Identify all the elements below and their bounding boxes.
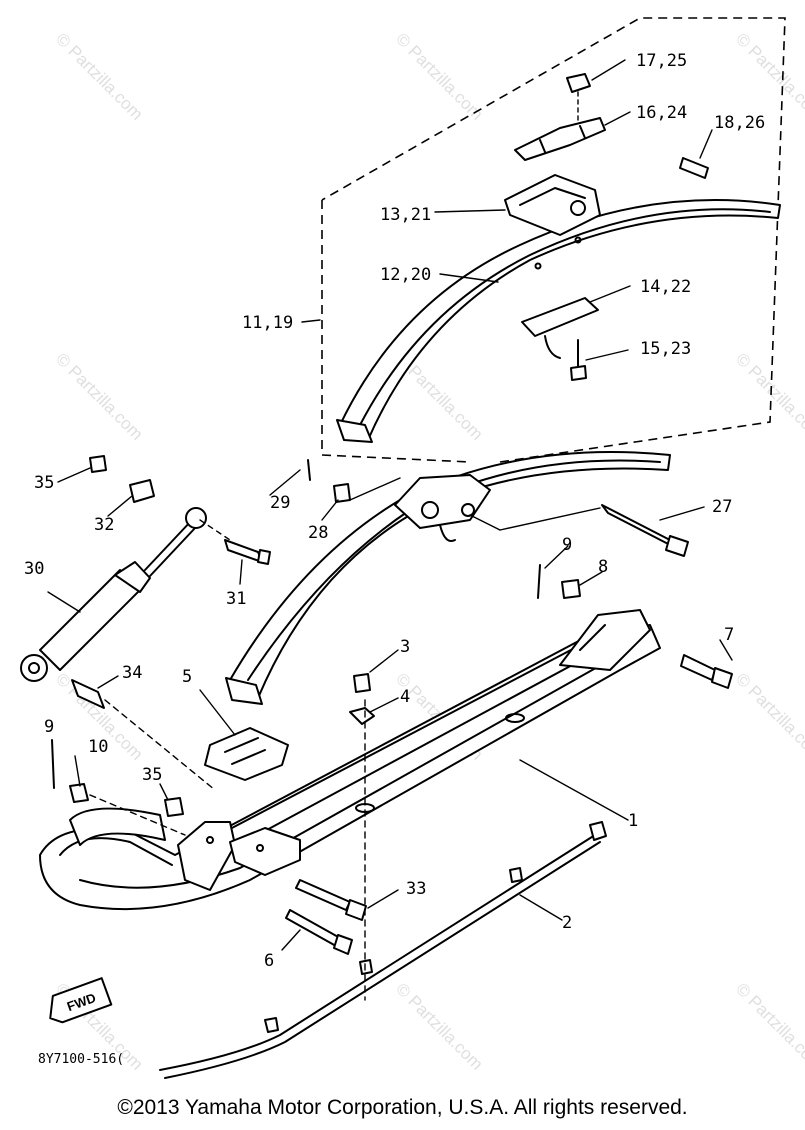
watermark: © Partzilla.com bbox=[392, 29, 486, 123]
callout-29: 29 bbox=[270, 493, 290, 513]
wear-bar bbox=[159, 821, 607, 1079]
callout-27: 27 bbox=[712, 497, 732, 517]
callout-17-25: 17,25 bbox=[636, 51, 687, 71]
callout-34: 34 bbox=[122, 663, 142, 683]
bolt bbox=[570, 339, 587, 381]
forward-direction-tag: FWD bbox=[49, 977, 113, 1024]
part-code-label: 8Y7100-516( bbox=[38, 1052, 125, 1067]
spring-mount bbox=[394, 474, 491, 542]
leader-lines bbox=[47, 59, 733, 1001]
watermark: © Partzilla.com bbox=[732, 29, 805, 123]
watermark-layer: © Partzilla.com © Partzilla.com © Partzi… bbox=[52, 29, 805, 1073]
copyright-notice: ©2013 Yamaha Motor Corporation, U.S.A. A… bbox=[117, 1096, 688, 1119]
ski-pad bbox=[204, 727, 289, 781]
watermark: © Partzilla.com bbox=[732, 349, 805, 443]
callout-4: 4 bbox=[400, 687, 410, 707]
callout-33: 33 bbox=[406, 879, 426, 899]
shock-absorber bbox=[20, 507, 207, 682]
assembly-boundary bbox=[321, 17, 786, 463]
watermark: © Partzilla.com bbox=[52, 349, 146, 443]
callout-7: 7 bbox=[724, 625, 734, 645]
callout-12-20: 12,20 bbox=[380, 265, 431, 285]
callout-14-22: 14,22 bbox=[640, 277, 691, 297]
callout-31: 31 bbox=[226, 589, 246, 609]
callout-9: 9 bbox=[562, 535, 572, 555]
callout-35: 35 bbox=[142, 765, 162, 785]
nut-top bbox=[566, 73, 591, 93]
callout-35: 35 bbox=[34, 473, 54, 493]
watermark: © Partzilla.com bbox=[732, 669, 805, 763]
lower-bracket bbox=[521, 297, 599, 359]
callout-1: 1 bbox=[628, 811, 638, 831]
clamp-plate bbox=[514, 117, 606, 161]
callout-32: 32 bbox=[94, 515, 114, 535]
callout-labels: 1 2 3 4 5 6 7 8 9 9 10 11,19 12,20 13,21… bbox=[24, 51, 765, 971]
callout-10: 10 bbox=[88, 737, 108, 757]
hardware-small bbox=[51, 455, 733, 955]
callout-30: 30 bbox=[24, 559, 44, 579]
leaf-spring-upper bbox=[336, 199, 781, 443]
callout-3: 3 bbox=[400, 637, 410, 657]
callout-6: 6 bbox=[264, 951, 274, 971]
spring-seat bbox=[504, 174, 601, 236]
callout-11-19: 11,19 bbox=[242, 313, 293, 333]
callout-28: 28 bbox=[308, 523, 328, 543]
callout-2: 2 bbox=[562, 913, 572, 933]
callout-18-26: 18,26 bbox=[714, 113, 765, 133]
callout-9: 9 bbox=[44, 717, 54, 737]
callout-5: 5 bbox=[182, 667, 192, 687]
watermark: © Partzilla.com bbox=[732, 979, 805, 1073]
callout-8: 8 bbox=[598, 557, 608, 577]
watermark: © Partzilla.com bbox=[392, 979, 486, 1073]
callout-13-21: 13,21 bbox=[380, 205, 431, 225]
watermark: © Partzilla.com bbox=[52, 29, 146, 123]
pin bbox=[679, 157, 709, 179]
callout-15-23: 15,23 bbox=[640, 339, 691, 359]
callout-16-24: 16,24 bbox=[636, 103, 687, 123]
